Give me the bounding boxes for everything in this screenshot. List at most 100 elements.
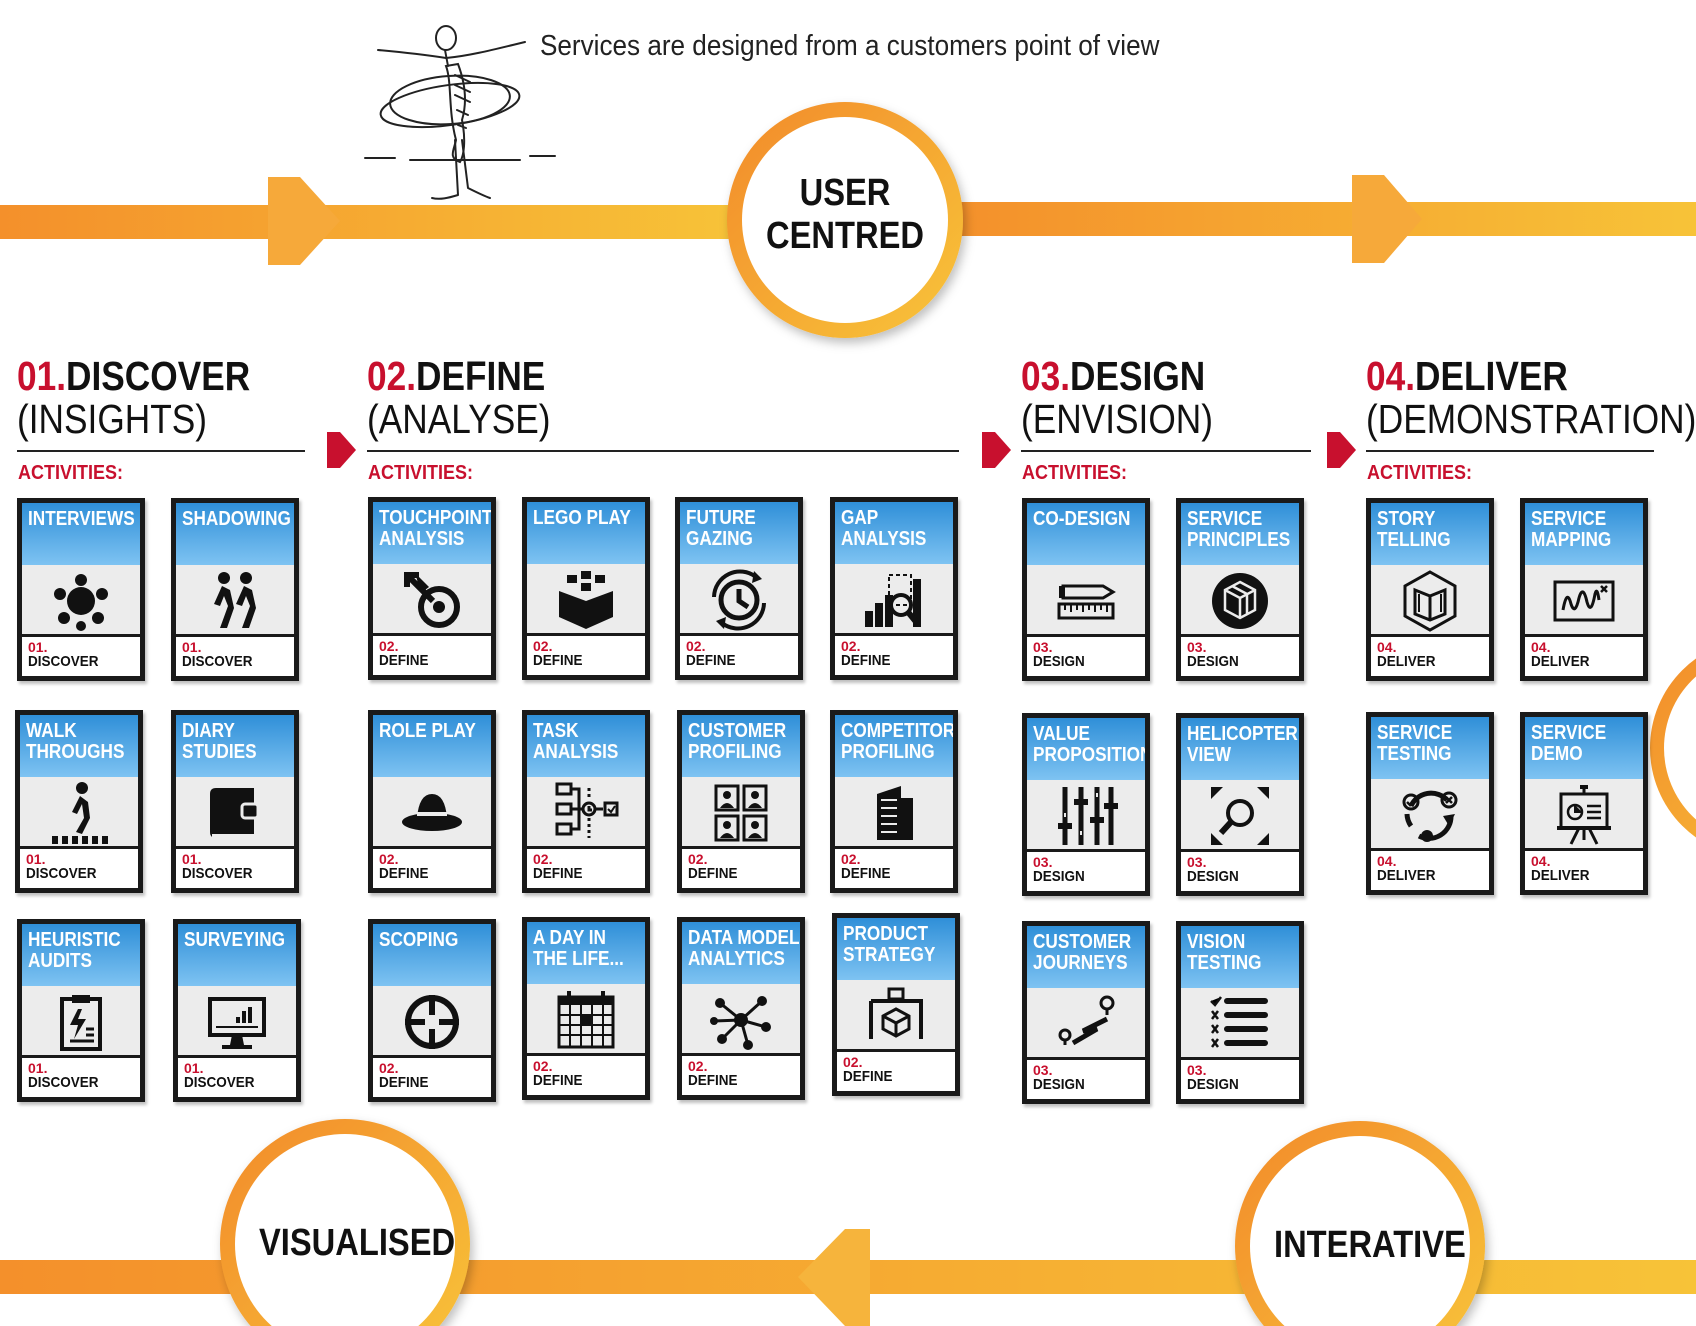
- card-title: SURVEYING: [178, 924, 296, 986]
- card-title-text: CUSTOMER PROFILING: [688, 720, 787, 763]
- card-title: TASK ANALYSIS: [527, 715, 645, 777]
- test-cycle-icon: [1402, 790, 1458, 842]
- card-footer: 02.DEFINE: [682, 846, 800, 888]
- card-title-text: SHADOWING: [182, 508, 291, 530]
- card-footer: 01.DISCOVER: [176, 846, 294, 888]
- card-footer: 02.DEFINE: [835, 846, 953, 888]
- activity-card[interactable]: COMPETITOR PROFILING 02.DEFINE: [830, 710, 958, 893]
- card-title-text: A DAY IN THE LIFE...: [533, 927, 624, 970]
- activity-card[interactable]: GAP ANALYSIS 02.DEFINE: [830, 497, 958, 680]
- user-centred-circle: [727, 102, 963, 338]
- phase-name: DESIGN: [1070, 353, 1206, 399]
- phase-number: 03.: [1021, 353, 1071, 399]
- lego-bricks-icon: [559, 571, 613, 629]
- card-phase-name: DEFINE: [533, 1072, 583, 1089]
- clock-cycle-icon: [712, 569, 766, 631]
- card-phase-number: 02.: [379, 851, 399, 867]
- card-title-text: FUTURE GAZING: [686, 507, 756, 550]
- card-phase-number: 04.: [1531, 853, 1551, 869]
- route-icon: [1058, 995, 1115, 1046]
- activity-card[interactable]: A DAY IN THE LIFE... 02.DEFINE: [522, 917, 650, 1100]
- card-footer: 04.DELIVER: [1525, 634, 1643, 676]
- card-phase-name: DEFINE: [533, 652, 583, 669]
- visualised-circle: [220, 1119, 470, 1326]
- card-icon-area: [527, 777, 645, 849]
- card-title-text: WALK THROUGHS: [26, 720, 125, 763]
- card-title-text: DIARY STUDIES: [182, 720, 257, 763]
- card-footer: 02.DEFINE: [527, 1053, 645, 1095]
- card-phase-name: DESIGN: [1033, 1076, 1085, 1093]
- card-icon-area: [176, 565, 294, 637]
- phase-divider: [17, 450, 305, 452]
- card-footer: 02.DEFINE: [680, 633, 798, 675]
- card-footer: 02.DEFINE: [835, 633, 953, 675]
- hat-icon: [402, 794, 462, 831]
- crosshair-icon: [405, 995, 459, 1049]
- card-title-text: SERVICE TESTING: [1377, 722, 1453, 765]
- card-phase-number: 02.: [841, 638, 861, 654]
- card-title: VALUE PROPOSITION: [1027, 718, 1145, 780]
- card-title: INTERVIEWS: [22, 503, 140, 565]
- card-title-text: SURVEYING: [184, 929, 286, 951]
- phase-subtitle: (DEMONSTRATION): [1366, 396, 1696, 442]
- activity-card[interactable]: DIARY STUDIES 01.DISCOVER: [171, 710, 299, 893]
- card-title-text: HELICOPTER VIEW: [1187, 723, 1298, 766]
- card-title: COMPETITOR PROFILING: [835, 715, 953, 777]
- card-footer: 04.DELIVER: [1371, 848, 1489, 890]
- card-icon-area: [1371, 565, 1489, 637]
- card-phase-name: DELIVER: [1377, 653, 1436, 670]
- circle-label-line: USER: [799, 172, 891, 214]
- card-phase-name: DISCOVER: [26, 865, 97, 882]
- network-icon: [710, 996, 771, 1050]
- card-phase-number: 02.: [379, 638, 399, 654]
- activity-card[interactable]: INTERVIEWS 01.DISCOVER: [17, 498, 145, 681]
- card-footer: 01.DISCOVER: [22, 634, 140, 676]
- card-title: GAP ANALYSIS: [835, 502, 953, 564]
- card-phase-number: 01.: [182, 851, 202, 867]
- card-phase-name: DEFINE: [843, 1068, 893, 1085]
- diary-icon: [210, 788, 260, 838]
- card-footer: 02.DEFINE: [682, 1053, 800, 1095]
- card-title-text: PRODUCT STRATEGY: [843, 923, 936, 966]
- card-phase-name: DEFINE: [533, 865, 583, 882]
- card-title-text: STORY TELLING: [1377, 508, 1451, 551]
- activity-card[interactable]: FUTURE GAZING 02.DEFINE: [675, 497, 803, 680]
- card-icon-area: [835, 777, 953, 849]
- activity-card[interactable]: SERVICE TESTING 04.DELIVER: [1366, 712, 1494, 895]
- card-icon-area: [527, 984, 645, 1056]
- card-title: SERVICE DEMO: [1525, 717, 1643, 779]
- group-meeting-icon: [54, 574, 108, 631]
- phase-title: 03.DESIGN: [1021, 356, 1213, 397]
- profiles-grid-icon: [714, 784, 768, 842]
- activity-card[interactable]: CUSTOMER PROFILING 02.DEFINE: [677, 710, 805, 893]
- card-icon-area: [1371, 779, 1489, 851]
- card-phase-number: 02.: [688, 851, 708, 867]
- phase-arrow-icon: [327, 432, 356, 468]
- phase-title: 01.DISCOVER: [17, 356, 250, 397]
- card-icon-area: [1181, 780, 1299, 852]
- card-phase-name: DESIGN: [1033, 868, 1085, 885]
- checklist-icon: [1210, 996, 1268, 1048]
- card-phase-number: 04.: [1531, 639, 1551, 655]
- visualised-label: VISUALISED: [259, 1222, 455, 1265]
